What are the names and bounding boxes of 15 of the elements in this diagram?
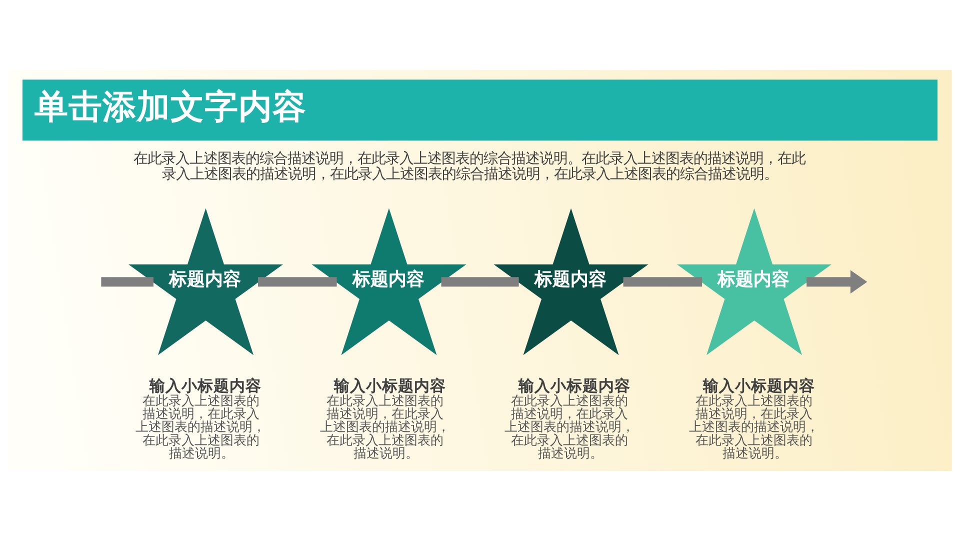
connector bbox=[101, 276, 154, 286]
node-label: 输入小标题内容 bbox=[702, 376, 815, 395]
node-label: 在此录入上述图表的描述说明，在此录入上述图表的描述说明，在此录入上述图表的描述说明。 bbox=[136, 393, 266, 462]
connector bbox=[258, 276, 337, 286]
connector bbox=[623, 276, 702, 286]
label: 在此录入上述图表的综合描述说明，在此录入上述图表的综合描述说明。在此录入上述图表的描述说明，在此录入上述图表的描述说明，在此录入上述图表的综合描述说明，在此录入上述图表的综合描述说明。 bbox=[133, 150, 806, 182]
node-label: 在此录入上述图表的描述说明，在此录入上述图表的描述说明，在此录入上述图表的描述说明。 bbox=[688, 393, 819, 462]
connector bbox=[441, 276, 519, 286]
node-label: 在此录入上述图表的描述说明，在此录入上述图表的描述说明，在此录入上述图表的描述说明。 bbox=[504, 393, 635, 462]
node-label: 输入小标题内容 bbox=[518, 376, 630, 395]
node-label: 输入小标题内容 bbox=[334, 376, 446, 395]
node-label: 输入小标题内容 bbox=[149, 376, 262, 395]
arrow bbox=[806, 270, 868, 294]
node-label: 在此录入上述图表的描述说明，在此录入上述图表的描述说明，在此录入上述图表的描述说明。 bbox=[320, 393, 450, 462]
diagram-title: 单击添加文字内容 bbox=[34, 86, 306, 126]
